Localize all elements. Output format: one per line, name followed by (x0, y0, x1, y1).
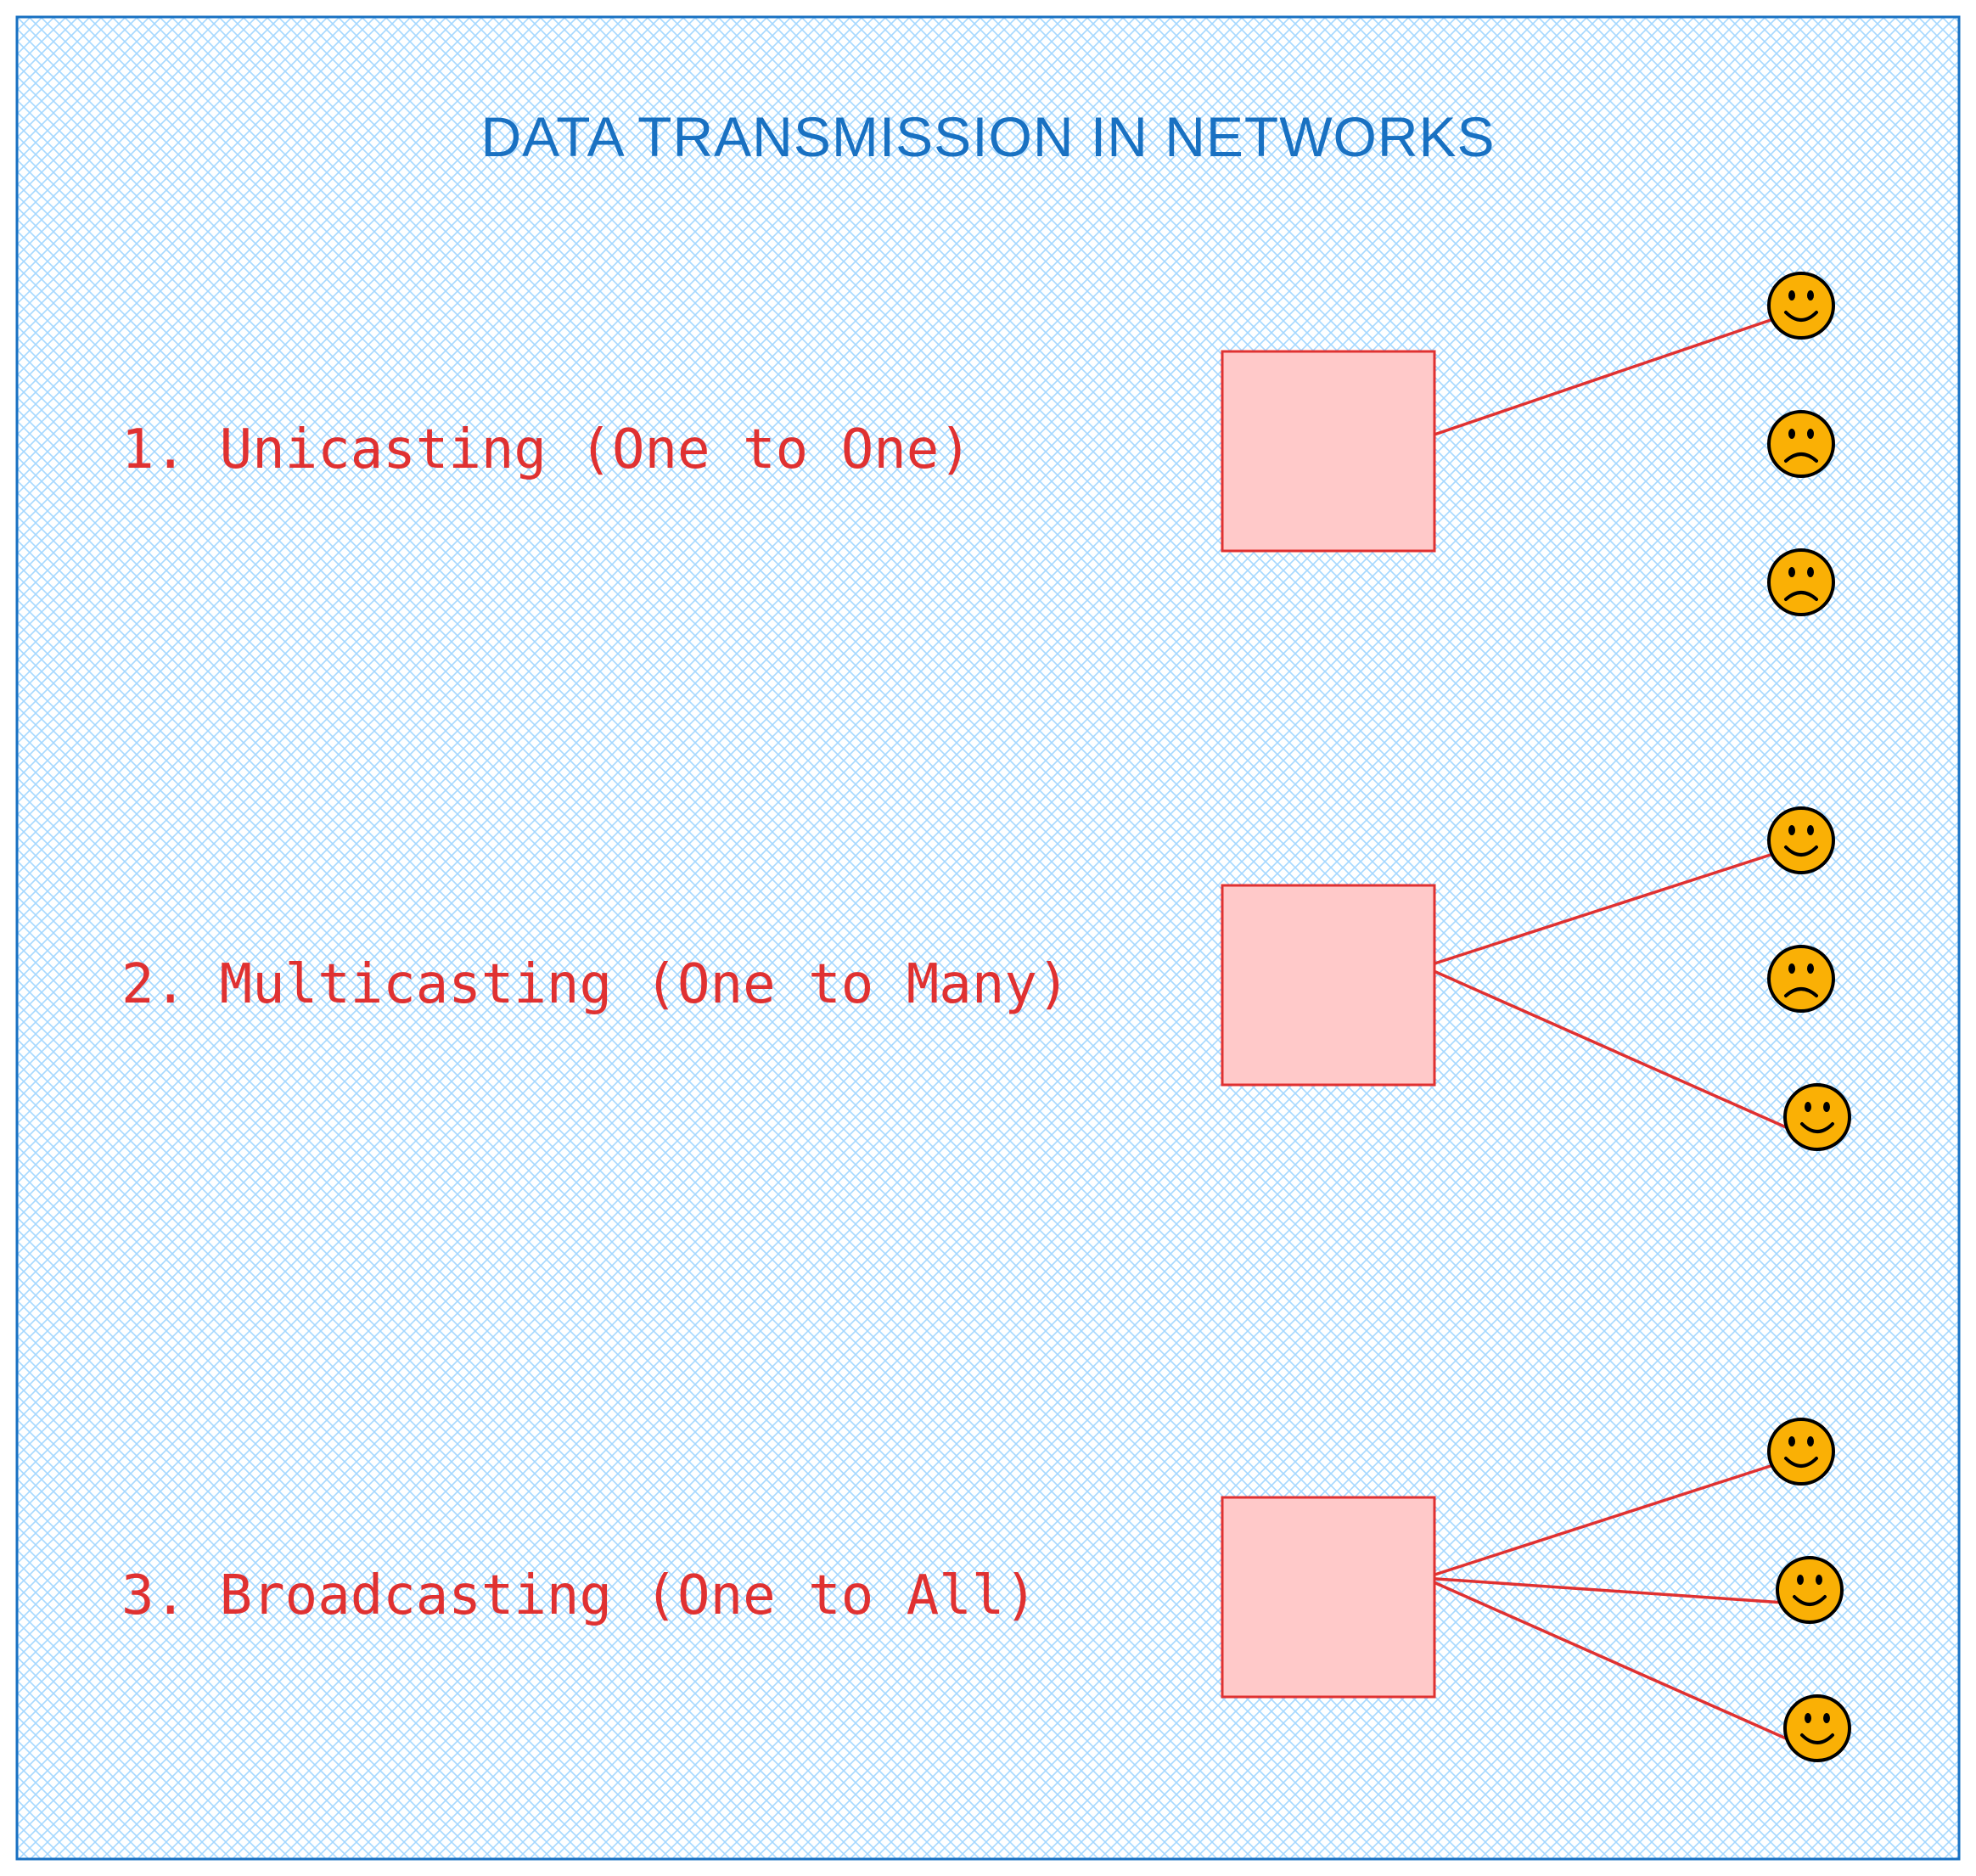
section-label: 3. Broadcasting (One to All) (121, 1564, 1037, 1627)
link-line (1423, 1576, 1794, 1743)
section-broadcasting: 3. Broadcasting (One to All) (121, 1418, 1851, 1762)
frame-hatch (17, 17, 1959, 1859)
frowning-face-icon (1767, 410, 1835, 478)
sender-box (1221, 884, 1436, 1087)
link-line (1423, 965, 1794, 1132)
smiling-face-icon (1767, 806, 1835, 874)
frowning-face-icon (1767, 548, 1835, 616)
link-group (1423, 851, 1794, 1132)
sender-box (1221, 1496, 1436, 1699)
section-label: 1. Unicasting (One to One) (121, 418, 972, 481)
receiver-group (1767, 1418, 1851, 1762)
receiver-group (1767, 806, 1851, 1151)
link-group (1423, 1463, 1794, 1743)
link-line (1423, 851, 1777, 969)
smiling-face-icon (1767, 1418, 1835, 1486)
section-multicasting: 2. Multicasting (One to Many) (121, 806, 1851, 1151)
link-group (1423, 317, 1777, 440)
diagram-title: DATA TRANSMISSION IN NETWORKS (480, 105, 1495, 168)
section-label: 2. Multicasting (One to Many) (121, 953, 1069, 1016)
frowning-face-icon (1767, 945, 1835, 1013)
smiling-face-icon (1776, 1556, 1844, 1624)
link-line (1423, 317, 1777, 440)
sender-box (1221, 350, 1436, 553)
smiling-face-icon (1783, 1694, 1851, 1762)
section-unicasting: 1. Unicasting (One to One) (121, 272, 1835, 616)
receiver-group (1767, 272, 1835, 616)
smiling-face-icon (1767, 272, 1835, 340)
link-line (1423, 1576, 1786, 1604)
link-line (1423, 1463, 1777, 1580)
diagram-frame (15, 15, 1961, 1861)
frame-border (15, 15, 1961, 1861)
smiling-face-icon (1783, 1083, 1851, 1151)
